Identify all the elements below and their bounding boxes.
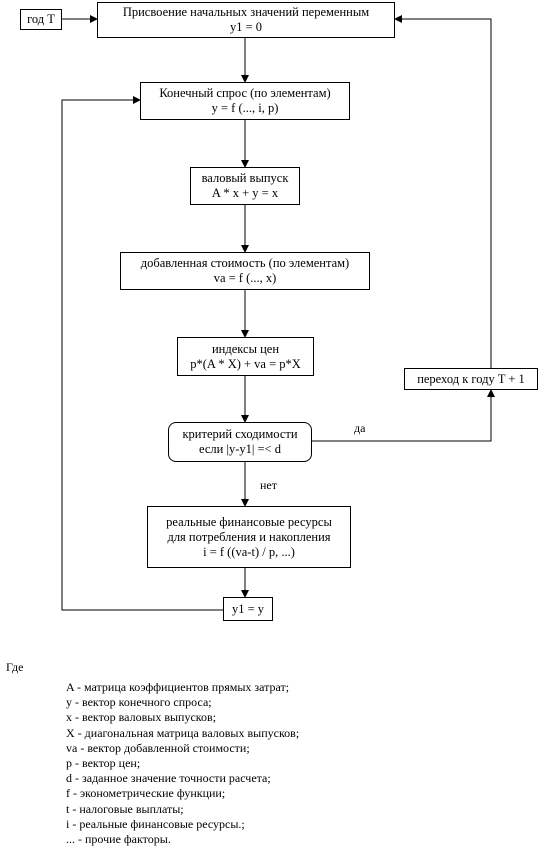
init-line-1: Присвоение начальных значений переменным [122,5,370,19]
resources-line-3: i = f ((va-t) / p, ...) [203,544,295,559]
year-t-label: год T [27,12,55,26]
legend-item: y - вектор конечного спроса; [66,695,212,710]
value-added-line-2: va = f (..., x) [213,271,277,285]
init-line-2: y1 = 0 [229,20,263,34]
price-index-box: индексы цен p*(A * X) + va = p*X [177,337,314,376]
convergence-line-1: критерий сходимости [182,427,298,441]
legend-item: p - вектор цен; [66,756,141,771]
gross-output-line-1: валовый выпуск [201,171,289,185]
legend-item: A - матрица коэффициентов прямых затрат; [66,680,290,694]
resources-line-1: реальные финансовые ресурсы [166,514,332,529]
resources-line-2: для потребления и накопления [167,529,331,544]
next-year-box: переход к году T + 1 [404,368,538,390]
value-added-line-1: добавленная стоимость (по элементам) [140,256,350,270]
final-demand-line-1: Конечный спрос (по элементам) [159,86,331,100]
next-year-label: переход к году T + 1 [417,371,525,386]
gross-output-line-2: A * x + y = x [211,186,279,200]
final-demand-line-2: y = f (..., i, p) [211,101,279,115]
legend-item: i - реальные финансовые ресурсы.; [66,816,245,831]
final-demand-box: Конечный спрос (по элементам) y = f (...… [140,82,350,120]
assign-label: y1 = y [231,601,265,616]
arrow-conv-to-next [312,389,495,442]
legend-list: A - матрица коэффициентов прямых затрат;… [66,680,299,847]
value-added-box: добавленная стоимость (по элементам) va … [120,252,370,290]
edge-label-no: нет [260,478,277,492]
resources-box: реальные финансовые ресурсы для потребле… [147,506,351,568]
legend-item: d - заданное значение точности расчета; [66,771,271,786]
init-box: Присвоение начальных значений переменным… [97,2,395,38]
legend-item: va - вектор добавленной стоимости; [66,740,250,755]
gross-output-box: валовый выпуск A * x + y = x [190,167,300,205]
legend-item: ... - прочие факторы. [66,832,171,847]
legend-item: t - налоговые выплаты; [66,801,184,816]
arrow-next-to-init [394,15,492,368]
convergence-line-2: если |y-y1| =< d [199,442,281,456]
legend-item: x - вектор валовых выпусков; [66,710,217,725]
price-index-line-2: p*(A * X) + va = p*X [190,356,301,371]
edge-label-yes: да [354,421,366,435]
legend-title: Где [6,660,24,674]
price-index-line-1: индексы цен [211,341,280,356]
legend-item: f - эконометрические функции; [66,786,226,801]
legend-item: X - диагональная матрица валовых выпуско… [66,725,300,740]
arrow-assign-loop [61,96,223,611]
assign-box: y1 = y [223,597,273,621]
year-t-box: год T [20,9,62,30]
convergence-box: критерий сходимости если |y-y1| =< d [168,422,312,462]
